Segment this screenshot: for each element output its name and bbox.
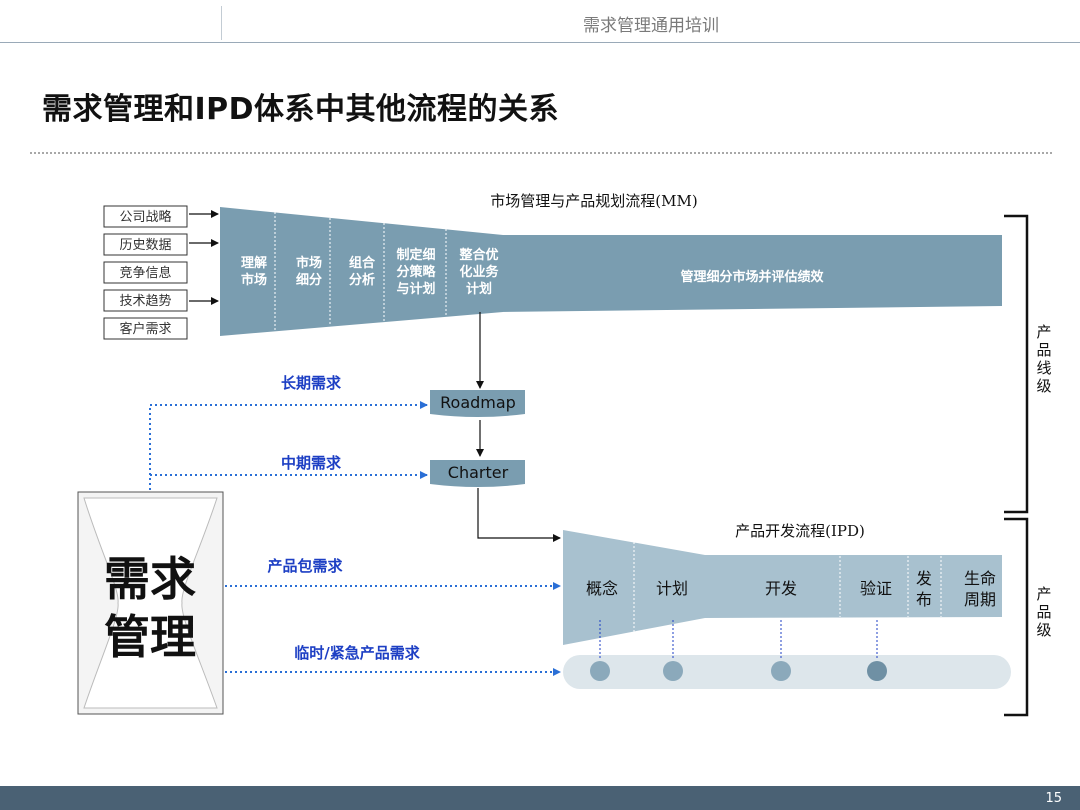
hourglass-shape	[83, 497, 218, 709]
mm-stage-label: 化业务	[459, 264, 499, 280]
level-label-char: 线	[1036, 359, 1051, 377]
dotted-separator	[30, 152, 1052, 154]
level-label-char: 产	[1036, 323, 1051, 341]
mm-inputs: 公司战略 历史数据 竞争信息 技术趋势 客户需求	[103, 205, 188, 340]
ipd-stage-label: 布	[916, 590, 932, 609]
ipd-stage-label: 周期	[964, 590, 996, 609]
long-term-flow-arrow	[149, 401, 428, 490]
ipd-stage-label: 发	[916, 569, 932, 588]
product-bracket	[1004, 517, 1029, 717]
level-label-char: 品	[1036, 341, 1051, 359]
ipd-stage-label: 计划	[656, 579, 688, 598]
demand-mgmt-label: 需求	[104, 552, 196, 606]
product-level-label: 产品级	[1036, 585, 1051, 639]
ipd-stage-label: 验证	[860, 579, 892, 598]
mm-funnel	[220, 207, 503, 336]
flow-label: 临时/紧急产品需求	[294, 644, 420, 662]
mm-title: 市场管理与产品规划流程(MM)	[490, 192, 697, 210]
mm-input-box	[103, 205, 188, 228]
mm-input-label: 历史数据	[119, 238, 171, 253]
flow-label: 中期需求	[281, 454, 342, 472]
level-label-char: 级	[1036, 377, 1051, 395]
milestone-dot	[590, 661, 610, 681]
mm-stage-label: 制定细	[396, 247, 435, 263]
mm-stage-label: 市场	[296, 255, 322, 271]
mm-stage-label: 整合优	[458, 247, 498, 263]
level-label-char: 品	[1036, 603, 1051, 621]
level-label-char: 级	[1036, 621, 1051, 639]
header-rule	[0, 42, 1080, 43]
mm-stage-label: 分策略	[396, 264, 436, 280]
footer-bar	[0, 786, 1080, 810]
charter-box	[430, 460, 525, 487]
flow-label: 长期需求	[281, 374, 342, 392]
mm-input-box	[103, 289, 188, 312]
ipd-stage-label: 生命	[964, 569, 996, 588]
mm-stage-label: 理解	[241, 255, 267, 271]
roadmap-box	[430, 390, 525, 417]
header-divider	[221, 6, 222, 40]
level-label-char: 产	[1036, 585, 1051, 603]
mm-input-box	[103, 261, 188, 284]
mm-stage-label: 细分	[296, 272, 322, 288]
ipd-stage-label: 概念	[586, 579, 618, 598]
product-line-level-label: 产品线级	[1036, 323, 1051, 395]
relationship-diagram: 市场管理与产品规划流程(MM) 公司战略 历史数据 竞争信息 技术趋势 客户需求…	[77, 192, 1052, 717]
mm-input-box	[103, 317, 188, 340]
ipd-stage-label: 开发	[765, 579, 797, 598]
mm-input-label: 公司战略	[119, 209, 171, 225]
charter-label: Charter	[448, 463, 509, 482]
milestone-dot	[663, 661, 683, 681]
milestone-dot	[867, 661, 887, 681]
product-line-bracket	[1004, 214, 1029, 514]
page-title: 需求管理和IPD体系中其他流程的关系	[42, 92, 560, 127]
mm-input-label: 竞争信息	[119, 265, 171, 281]
ipd-tail-band	[703, 555, 1002, 618]
charter-to-ipd-arrow	[477, 488, 561, 542]
mm-stage-label: 组合	[349, 255, 376, 271]
roadmap-label: Roadmap	[440, 393, 516, 412]
mm-stage-label: 与计划	[396, 281, 435, 297]
page-number: 15	[1045, 791, 1062, 806]
mm-tail-band	[500, 235, 1002, 312]
mm-stage-label: 计划	[466, 281, 492, 297]
demand-mgmt-label: 管理	[104, 610, 196, 664]
mm-input-label: 技术趋势	[119, 293, 171, 309]
mm-tail-label: 管理细分市场并评估绩效	[680, 269, 824, 285]
mm-stage-label: 分析	[349, 272, 375, 288]
mm-stage-label: 市场	[241, 272, 267, 288]
mm-input-label: 客户需求	[119, 321, 171, 337]
ipd-title: 产品开发流程(IPD)	[735, 522, 865, 540]
milestone-dot	[771, 661, 791, 681]
course-title: 需求管理通用培训	[583, 16, 719, 36]
flow-label: 产品包需求	[267, 557, 343, 575]
mm-input-box	[103, 233, 188, 256]
